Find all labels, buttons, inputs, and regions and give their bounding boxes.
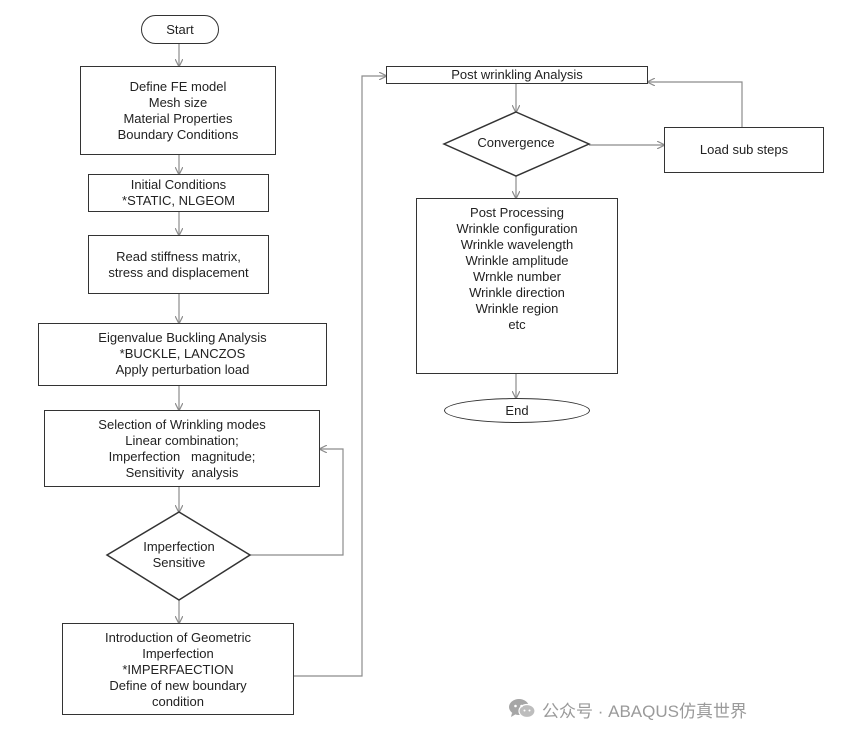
initial-conditions-line: *STATIC, NLGEOM	[122, 193, 235, 208]
wechat-icon	[509, 699, 536, 719]
define-fe-line: Define FE model	[129, 78, 227, 94]
introduction-line: Imperfection	[142, 646, 214, 661]
post-processing-line: etc	[508, 317, 526, 332]
load-sub-steps-box: Load sub steps	[664, 127, 824, 173]
define-fe-line: Material Properties	[123, 110, 233, 126]
define-fe-line: Boundary Conditions	[117, 126, 239, 142]
imperfection-sensitive-line: Sensitive	[152, 555, 206, 570]
eigenvalue-buckling-box: Eigenvalue Buckling Analysis*BUCKLE, LAN…	[38, 323, 327, 386]
load-sub-steps-line: Load sub steps	[699, 142, 789, 157]
watermark-text: 公众号 · ABAQUS仿真世界	[542, 701, 747, 721]
introduction-line: *IMPERFAECTION	[122, 662, 234, 677]
selection-line: Imperfection magnitude;	[108, 449, 256, 464]
post-processing-line: Wrnkle number	[473, 269, 561, 284]
selection-line: Selection of Wrinkling modes	[98, 417, 266, 432]
selection-line: Linear combination;	[125, 433, 239, 448]
read-stiffness-box: Read stiffness matrix,stress and displac…	[88, 235, 269, 294]
end-terminal: End	[444, 398, 590, 423]
start-terminal: Start	[141, 15, 219, 44]
initial-conditions-box: Initial Conditions*STATIC, NLGEOM	[88, 174, 269, 212]
eigenvalue-line: *BUCKLE, LANCZOS	[119, 346, 246, 361]
convergence-line: Convergence	[477, 135, 555, 150]
introduction-line: Introduction of Geometric	[105, 630, 251, 645]
read-stiffness-line: Read stiffness matrix,	[116, 248, 241, 264]
post-processing-line: Wrinkle direction	[469, 285, 565, 300]
post-processing-line: Wrinkle amplitude	[465, 253, 569, 268]
read-stiffness-line: stress and displacement	[108, 264, 249, 280]
post-processing-line: Wrinkle region	[475, 301, 559, 316]
introduction-line: condition	[151, 694, 205, 709]
introduction-line: Define of new boundary	[109, 678, 247, 693]
convergence-diamond	[442, 111, 591, 177]
define-fe-line: Mesh size	[148, 94, 208, 110]
initial-conditions-line: Initial Conditions	[130, 177, 227, 192]
imperfection-sensitive-line: Imperfection	[143, 539, 215, 554]
eigenvalue-line: Eigenvalue Buckling Analysis	[98, 330, 267, 345]
edge-loadsub-postwrinkling	[648, 82, 743, 127]
imperfection-sensitive-diamond	[105, 511, 252, 601]
post-processing-line: Wrinkle wavelength	[460, 237, 574, 252]
post-processing-line: Wrinkle configuration	[456, 221, 578, 236]
watermark: 公众号 · ABAQUS仿真世界	[508, 696, 838, 722]
edge-decision-loop	[250, 449, 344, 556]
start-line: Start	[166, 21, 194, 37]
end-line: End	[505, 402, 529, 418]
selection-line: Sensitivity analysis	[125, 465, 239, 480]
post-processing-line: Post Processing	[470, 205, 564, 220]
convergence-label: Convergence	[460, 134, 572, 152]
post-wrinkling-line: Post wrinkling Analysis	[451, 67, 583, 82]
edge-introduction-postwrinkling	[294, 76, 386, 677]
post-wrinkling-analysis-box: Post wrinkling Analysis	[386, 66, 648, 84]
eigenvalue-line: Apply perturbation load	[115, 362, 250, 377]
